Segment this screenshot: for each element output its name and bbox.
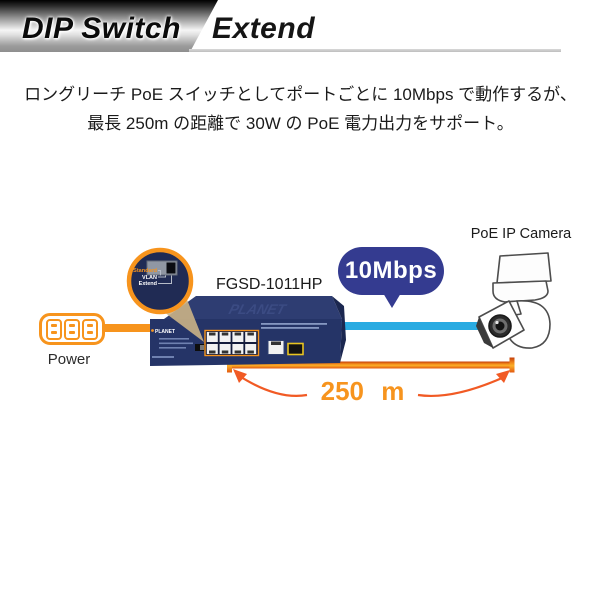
led-legend-row	[159, 347, 186, 349]
header-tag: DIP Switch	[22, 12, 181, 45]
description-line-2: 最長 250m の距離で 30W の PoE 電力出力をサポート。	[87, 114, 514, 133]
switch-model-label: FGSD-1011HP	[216, 276, 323, 293]
description-line-1: ロングリーチ PoE スイッチとしてポートごとに 10Mbps で動作するが、	[24, 85, 577, 104]
dip-label-vlan: VLAN	[142, 274, 157, 281]
dip-label-extend: Extend	[138, 280, 157, 287]
uplink-port-pins	[271, 341, 281, 345]
switch-top-brand-text: PLANET	[227, 302, 289, 318]
switch-side-face	[332, 296, 346, 363]
camera-lens-face	[476, 317, 493, 348]
switch-front-brand-text: PLANET	[155, 329, 175, 335]
dip-magnifier	[126, 247, 194, 315]
camera-label: PoE IP Camera	[470, 226, 572, 242]
distance-label: 250 m	[320, 376, 405, 406]
rj45-ports	[206, 332, 257, 354]
description: ロングリーチ PoE スイッチとしてポートごとに 10Mbps で動作するが、 …	[0, 80, 601, 138]
ethernet-link-line	[332, 322, 492, 330]
speed-badge-text: 10Mbps	[344, 257, 438, 284]
header-divider	[189, 49, 561, 52]
speed-badge: 10Mbps	[338, 247, 444, 308]
distance-bar	[229, 361, 512, 369]
distance-arrow-left	[233, 369, 247, 383]
distance-cap-left	[227, 357, 232, 373]
distance-arrow-right	[496, 370, 510, 383]
outlet-socket-icon	[64, 318, 80, 340]
camera-mount	[496, 252, 552, 284]
power-outlet-icon	[39, 313, 105, 345]
camera-collar	[492, 280, 549, 303]
led-legend-row	[159, 338, 189, 340]
distance-dimension	[227, 357, 515, 398]
header-band: DIP Switch	[0, 0, 218, 52]
led-legend-row	[159, 342, 193, 345]
switch-top-face	[164, 296, 342, 319]
distance-cap-right	[509, 357, 515, 373]
dip-pointer-line-extend	[158, 275, 172, 284]
spec-fine-print	[261, 323, 327, 325]
faceplate-dip-slider	[200, 345, 204, 350]
spec-fine-print	[261, 327, 319, 329]
power-cable-line	[90, 324, 162, 332]
dip-pointer-line-standard	[158, 270, 161, 276]
poe-ip-camera	[476, 252, 552, 349]
distance-curve-right	[417, 376, 503, 398]
outlet-socket-icon	[82, 318, 98, 340]
header-mode: Extend	[212, 12, 316, 45]
dip-pointer-line-vlan	[158, 275, 166, 278]
sfp-slot	[287, 342, 304, 356]
brand-globe-icon	[151, 329, 154, 332]
dip-label-standard: Standard	[133, 267, 157, 274]
model-fine-print	[152, 356, 174, 358]
speed-badge-tail	[383, 293, 401, 308]
power-label: Power	[47, 351, 91, 368]
magnified-dip-slider	[166, 262, 176, 274]
camera-lens-highlight	[495, 320, 499, 325]
distance-curve-left	[240, 376, 308, 397]
outlet-socket-icon	[46, 318, 62, 340]
